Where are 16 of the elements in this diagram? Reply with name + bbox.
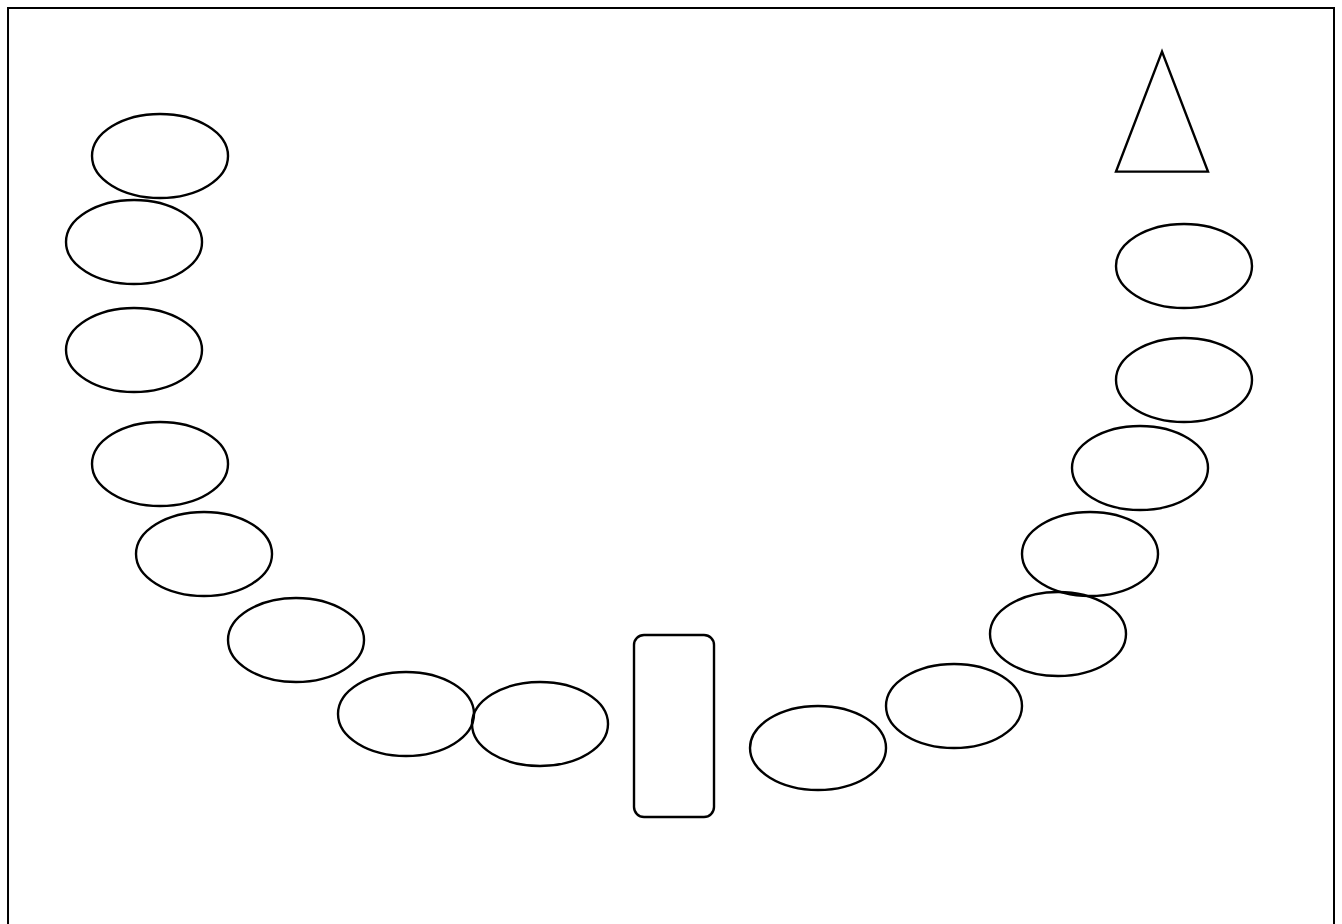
ellipse-shape <box>470 680 610 768</box>
ellipse-shape <box>336 670 476 758</box>
ellipse-shape <box>1020 510 1160 598</box>
ellipse-shape <box>1070 424 1210 512</box>
ellipse-shape <box>1114 222 1254 310</box>
ellipse-shape <box>90 420 230 508</box>
ellipse-shape <box>64 198 204 286</box>
ellipse-shape <box>226 596 366 684</box>
ellipse-shape <box>748 704 888 792</box>
ellipse-shape <box>134 510 274 598</box>
ellipse-shape <box>988 590 1128 678</box>
ellipse-shape <box>1114 336 1254 424</box>
ellipse-shape <box>884 662 1024 750</box>
ellipse-shape <box>90 112 230 200</box>
rounded-rectangle <box>632 633 716 819</box>
ellipse-shape <box>64 306 204 394</box>
